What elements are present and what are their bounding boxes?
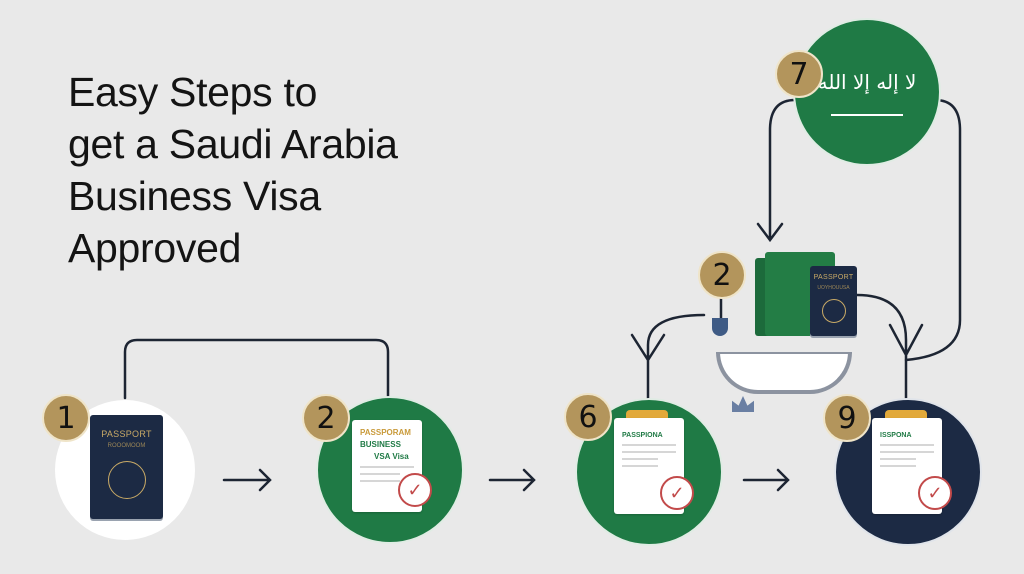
saudi-flag-circle: لا إله إلا الله — [793, 18, 941, 166]
connector-passport-9 — [855, 293, 924, 400]
step-badge: 1 — [42, 394, 90, 442]
passport-title: PASSPORT — [101, 429, 152, 439]
sword-icon — [831, 114, 903, 116]
title-line: Easy Steps to — [68, 69, 318, 115]
arrow-right-icon — [488, 468, 536, 492]
clipboard-clip — [885, 410, 927, 420]
passport-subtitle: UOYHOUUSA — [817, 285, 850, 291]
step-badge: 9 — [823, 394, 871, 442]
shield-icon — [712, 318, 728, 336]
check-icon: ✓ — [398, 473, 432, 507]
connector-7-2 — [756, 98, 797, 243]
check-icon: ✓ — [918, 476, 952, 510]
step-badge: 2 — [302, 394, 350, 442]
step-badge: 2 — [698, 251, 746, 299]
connector-1-2 — [123, 338, 390, 400]
globe-icon — [107, 461, 146, 499]
doc-header: PASSPIONA — [622, 432, 663, 439]
globe-icon — [821, 299, 846, 323]
arrow-right-icon — [742, 468, 790, 492]
title-line: Approved — [68, 225, 242, 271]
step-badge: 7 — [775, 50, 823, 98]
doc-text: BUSINESS — [360, 440, 401, 449]
connector-7-9 — [904, 98, 962, 362]
passport-icon: PASSPORT UOYHOUUSA — [810, 266, 857, 336]
connector-2-6 — [630, 313, 706, 400]
title-line: Business Visa — [68, 173, 321, 219]
bowl-scale-icon — [716, 352, 852, 394]
passport-subtitle: ROOOMOOM — [107, 443, 146, 449]
flag-shahada: لا إله إلا الله — [817, 70, 917, 94]
passport-icon: PASSPORT ROOOMOOM — [90, 415, 163, 519]
step-badge: 6 — [564, 393, 612, 441]
title-line: get a Saudi Arabia — [68, 121, 398, 167]
page-title: Easy Steps to get a Saudi Arabia Busines… — [68, 66, 398, 274]
doc-header: ISSPONA — [880, 432, 912, 439]
doc-text: PASSPORAM — [360, 428, 411, 437]
check-icon: ✓ — [660, 476, 694, 510]
doc-text: VSA Visa — [374, 452, 409, 461]
clipboard-clip — [626, 410, 668, 420]
passport-title: PASSPORT — [813, 274, 854, 281]
arrow-right-icon — [222, 468, 272, 492]
